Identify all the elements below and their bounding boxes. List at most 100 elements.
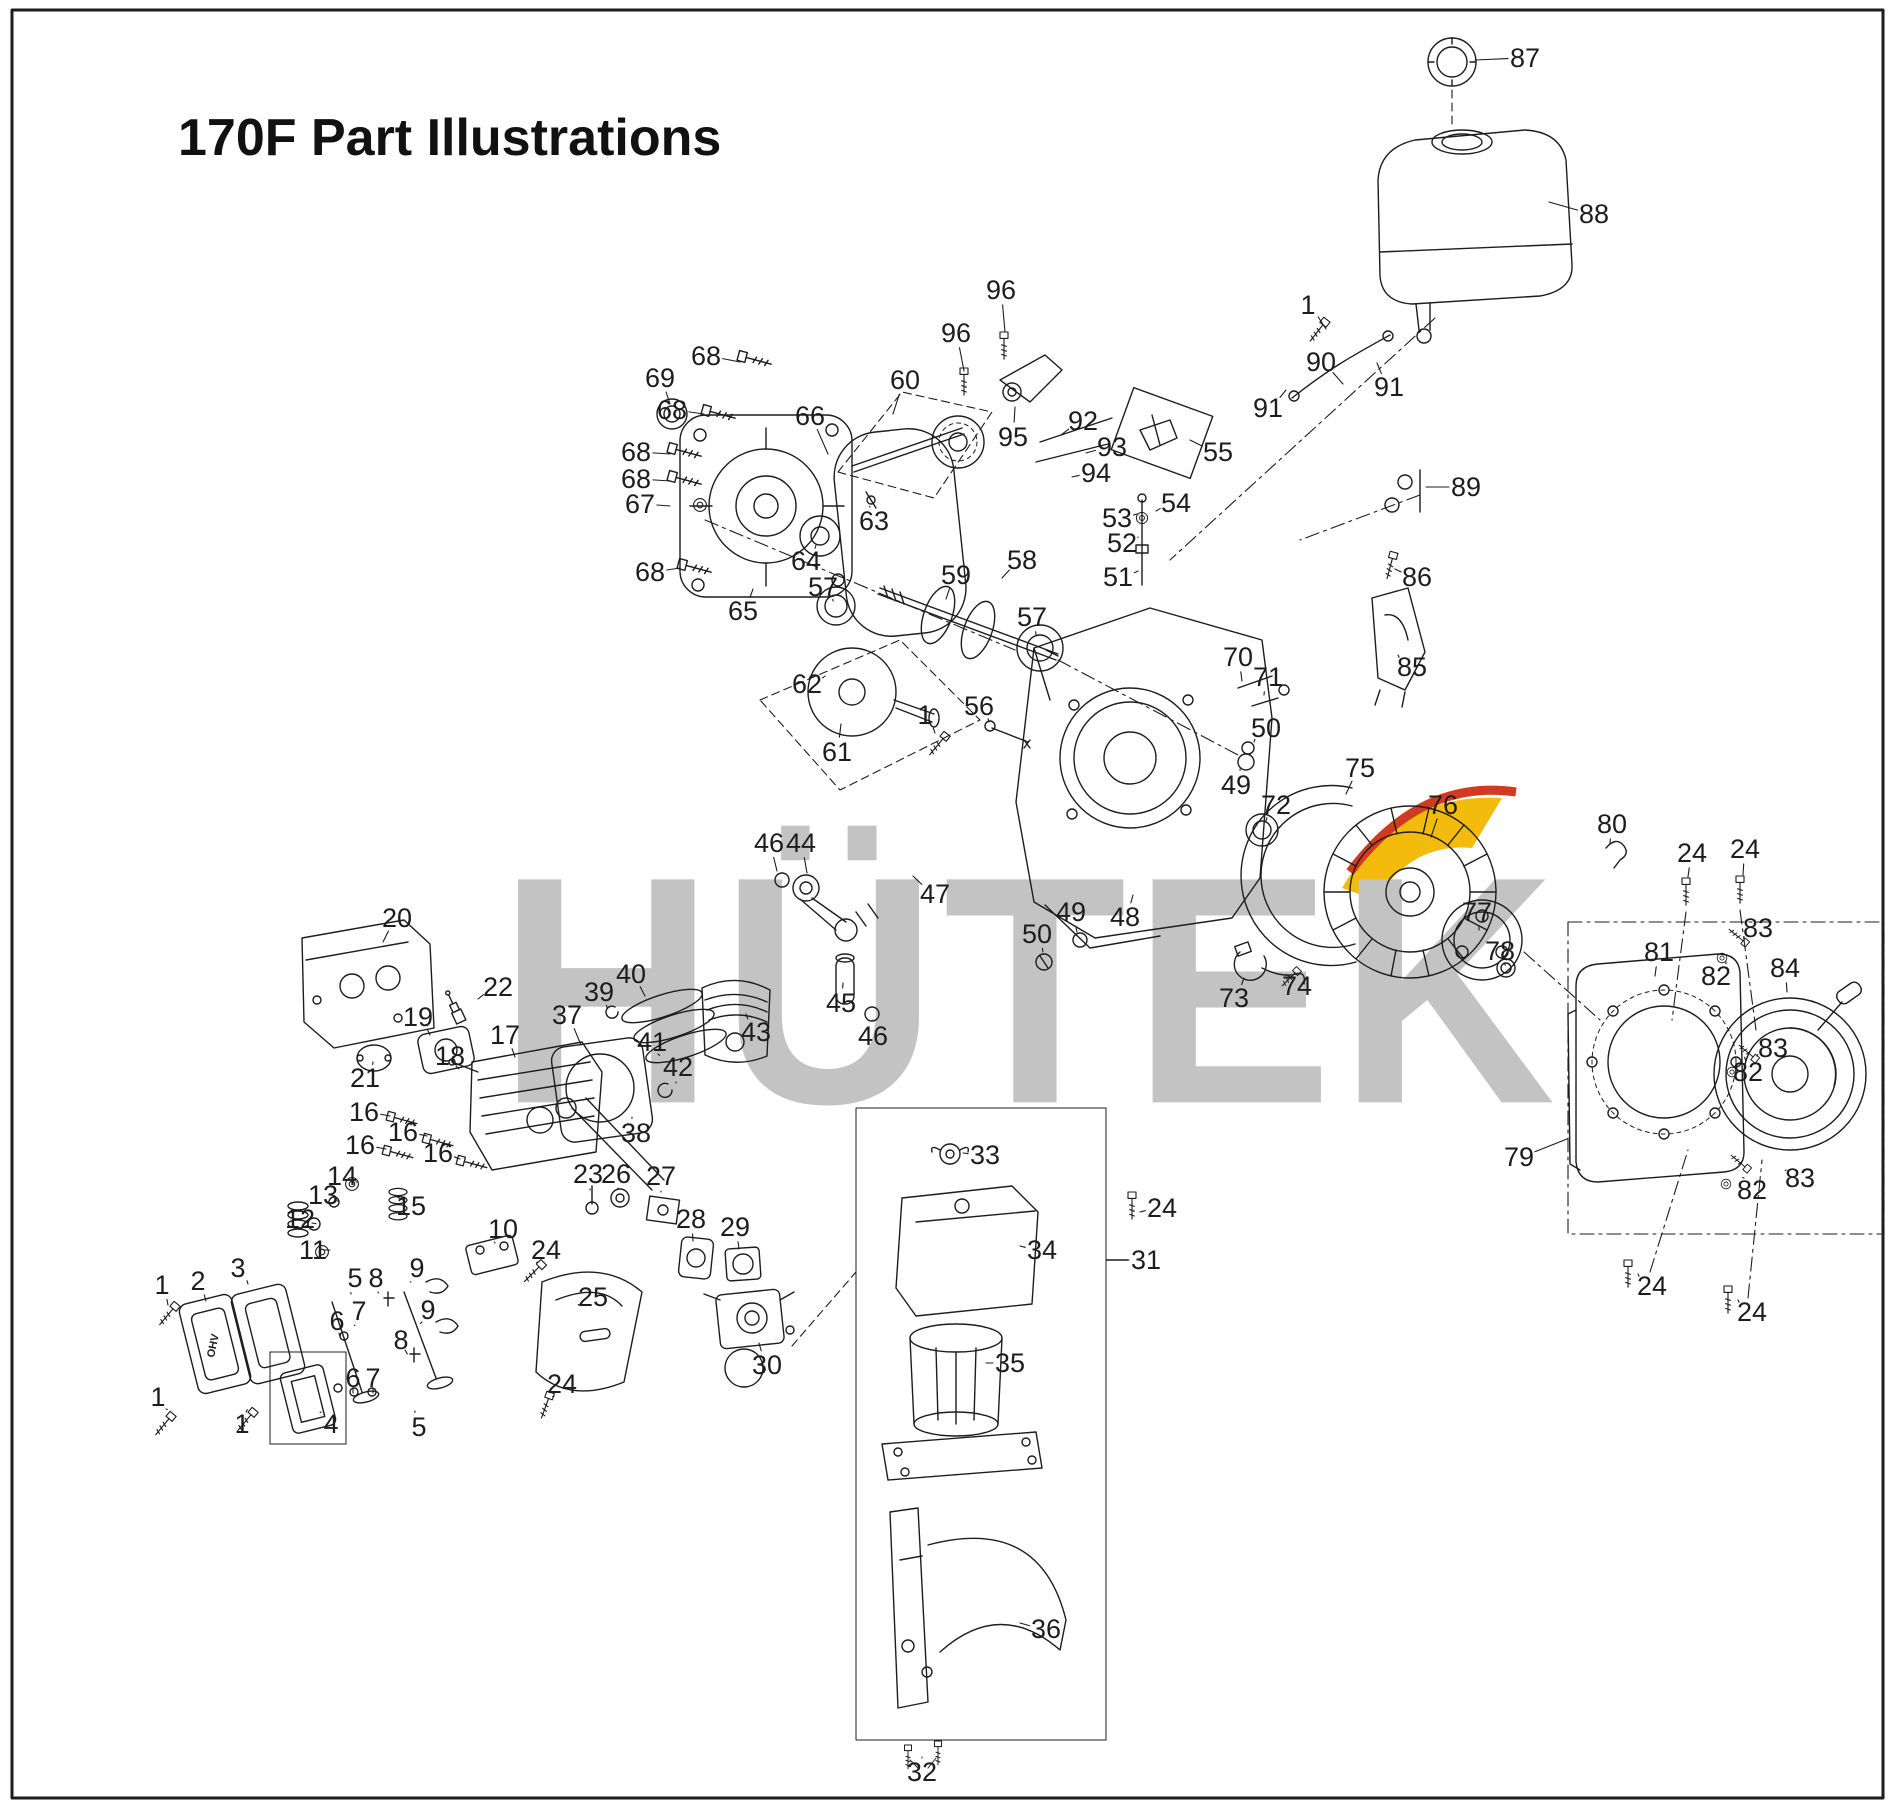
- main-bearing-left: [816, 586, 856, 626]
- callout-7: 7: [351, 1296, 366, 1326]
- callout-68: 68: [621, 437, 651, 467]
- governor-arm: [926, 720, 1031, 758]
- leader-line-94: [1071, 474, 1080, 478]
- leader-line-24: [1637, 1273, 1640, 1277]
- callout-27: 27: [646, 1161, 676, 1191]
- leader-line-33: [962, 1152, 969, 1155]
- piston: [701, 979, 771, 1063]
- callout-50: 50: [1251, 713, 1281, 743]
- push-rods: [571, 1097, 665, 1191]
- callout-11: 11: [299, 1235, 327, 1265]
- leader-line-96: [1002, 304, 1006, 333]
- callout-82: 82: [1701, 961, 1731, 991]
- leader-line-47: [912, 875, 923, 886]
- leader-line-50: [1253, 738, 1256, 743]
- screws-24: [521, 875, 1745, 1420]
- callout-1: 1: [234, 1409, 249, 1439]
- exhaust-flange: [417, 1025, 475, 1075]
- breather-plate: [465, 1234, 519, 1276]
- housing-bolts-32: [904, 1740, 942, 1770]
- leader-line-70: [1240, 671, 1243, 682]
- leader-line-29: [737, 1241, 740, 1250]
- callout-70: 70: [1223, 642, 1253, 672]
- leader-line-68: [722, 358, 741, 363]
- callout-83: 83: [1785, 1163, 1815, 1193]
- callout-24: 24: [1737, 1297, 1767, 1327]
- callout-92: 92: [1068, 406, 1098, 436]
- leader-line-60: [892, 393, 900, 415]
- callout-57: 57: [808, 572, 838, 602]
- bearing-64: [799, 515, 841, 557]
- leader-line-68: [666, 567, 681, 571]
- leader-line-83: [1784, 1169, 1787, 1172]
- callout-93: 93: [1097, 432, 1127, 462]
- callout-2: 2: [190, 1266, 205, 1296]
- leader-line-76: [1430, 818, 1438, 838]
- callout-1: 1: [917, 700, 932, 730]
- leader-line-96: [958, 347, 965, 372]
- callout-49: 49: [1056, 897, 1086, 927]
- leader-line-66: [816, 429, 829, 455]
- leader-line-16: [380, 1113, 391, 1117]
- spark-plug: [445, 990, 467, 1025]
- callout-8: 8: [368, 1263, 383, 1293]
- muffler: [301, 919, 435, 1049]
- leader-line-59: [945, 588, 951, 600]
- callout-82: 82: [1737, 1175, 1767, 1205]
- leader-line-53: [1133, 513, 1138, 516]
- callout-1: 1: [154, 1270, 169, 1300]
- main-bearing-right: [1016, 624, 1064, 672]
- callout-33: 33: [970, 1140, 1000, 1170]
- leader-line-85: [1397, 654, 1400, 658]
- leader-line-25: [577, 1303, 580, 1306]
- callout-5: 5: [347, 1263, 362, 1293]
- ring-clip-39: [605, 1005, 619, 1019]
- ohv-part-label: OHV: [205, 1332, 222, 1358]
- starter-pulley: [1441, 899, 1523, 981]
- callout-81: 81: [1644, 937, 1674, 967]
- leader-line-37: [573, 1028, 582, 1046]
- air-filter-element: [881, 1323, 1043, 1481]
- leader-line-58: [1001, 569, 1010, 579]
- leader-line-91: [1279, 389, 1287, 398]
- leader-line-17: [511, 1048, 516, 1058]
- pin-clips-46: [774, 872, 880, 1022]
- callout-20: 20: [382, 903, 412, 933]
- leader-line-44: [803, 857, 808, 874]
- air-filter-cover: [895, 1185, 1039, 1317]
- callout-76: 76: [1428, 790, 1458, 820]
- leader-line-20: [382, 930, 389, 943]
- cover-bolts: [666, 349, 774, 578]
- callout-91: 91: [1374, 372, 1404, 402]
- leader-line-87: [1474, 58, 1509, 61]
- leader-line-79: [1534, 1138, 1568, 1153]
- callout-6: 6: [329, 1306, 344, 1336]
- leader-line-3: [246, 1280, 249, 1285]
- callout-14: 14: [327, 1161, 357, 1191]
- flywheel-shroud: [1240, 784, 1357, 967]
- callout-16: 16: [423, 1138, 453, 1168]
- callout-45: 45: [826, 988, 856, 1018]
- callout-3: 3: [230, 1253, 245, 1283]
- leader-line-18: [455, 1065, 460, 1070]
- callout-24: 24: [1637, 1271, 1667, 1301]
- carburetor: [703, 1288, 795, 1388]
- flywheel-nut: [1496, 958, 1516, 978]
- callout-24: 24: [1147, 1193, 1177, 1223]
- drain-plugs: [1035, 741, 1255, 971]
- leader-line-82: [1744, 1056, 1747, 1063]
- callout-44: 44: [786, 828, 816, 858]
- leader-line-16: [376, 1146, 387, 1150]
- tappet-23: [585, 1185, 599, 1215]
- callout-82: 82: [1733, 1057, 1763, 1087]
- callout-16: 16: [349, 1097, 379, 1127]
- leader-line-65: [749, 588, 754, 598]
- callout-79: 79: [1504, 1142, 1534, 1172]
- cover-washer-67: [693, 498, 707, 512]
- callout-30: 30: [752, 1350, 782, 1380]
- callout-51: 51: [1103, 562, 1133, 592]
- callout-9: 9: [420, 1295, 435, 1325]
- leader-line-24: [1737, 1299, 1740, 1303]
- callout-26: 26: [601, 1159, 631, 1189]
